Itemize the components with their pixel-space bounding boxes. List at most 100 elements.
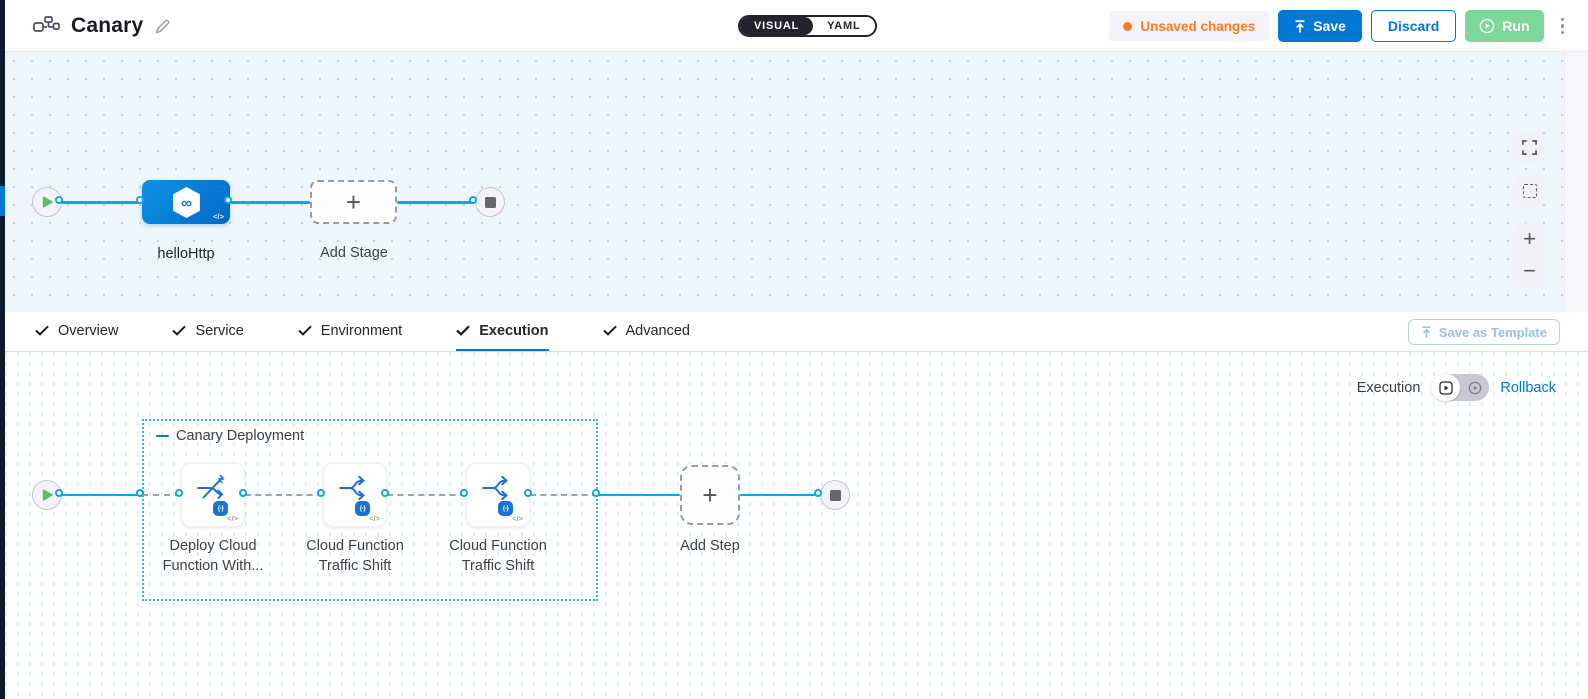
- deploy-no-traffic-icon: [197, 474, 225, 500]
- code-view-icon: </>: [213, 212, 224, 221]
- run-button[interactable]: Run: [1465, 10, 1544, 42]
- save-label: Save: [1313, 18, 1346, 34]
- step-label: Cloud Function Traffic Shift: [449, 538, 547, 574]
- unsaved-changes-label: Unsaved changes: [1140, 18, 1256, 34]
- run-label: Run: [1502, 18, 1530, 34]
- play-circle-icon: [1479, 18, 1495, 34]
- step-badge-icon: {-}: [355, 501, 370, 516]
- step-badge-icon: {-}: [498, 501, 513, 516]
- zoom-controls: + −: [1514, 223, 1545, 287]
- play-icon: [42, 489, 53, 501]
- stage-label: helloHttp: [157, 246, 215, 262]
- stage-config-tabs: Overview Service Environment Execution A…: [5, 312, 1588, 352]
- edit-name-icon[interactable]: [154, 18, 171, 35]
- play-icon: [42, 196, 53, 208]
- fullscreen-button[interactable]: [1514, 132, 1545, 163]
- tab-label: Service: [195, 322, 244, 339]
- step-group-canary-deployment: [142, 419, 598, 601]
- canvas-gutter: [1564, 52, 1588, 312]
- edge-dashed: [387, 494, 466, 496]
- stage-card-hellohttp[interactable]: ∞ </>: [142, 180, 230, 224]
- step-group-header: Canary Deployment: [156, 428, 304, 444]
- add-stage-button[interactable]: +: [310, 180, 397, 224]
- page-title: Canary: [71, 14, 144, 37]
- unsaved-changes-badge: Unsaved changes: [1109, 11, 1270, 41]
- plus-icon: +: [345, 187, 362, 217]
- stage-canvas[interactable]: ∞ </> + helloHttp Add Stage +: [5, 52, 1588, 312]
- traffic-shift-icon: [339, 475, 365, 501]
- step-group-label: Canary Deployment: [176, 428, 305, 444]
- rollback-mode-button[interactable]: [1460, 374, 1489, 401]
- save-as-template-button[interactable]: Save as Template: [1407, 319, 1560, 345]
- more-options-button[interactable]: [1553, 12, 1573, 41]
- edge: [598, 493, 680, 496]
- svg-text:∞: ∞: [180, 195, 191, 212]
- discard-button[interactable]: Discard: [1370, 10, 1457, 42]
- port: [460, 488, 468, 497]
- tab-label: Advanced: [625, 322, 691, 339]
- edge-start-stage: [61, 201, 142, 204]
- step-card-deploy-cloud-function[interactable]: {-} </>: [181, 463, 245, 527]
- port: [136, 488, 144, 497]
- step-label: Deploy Cloud Function With...: [162, 538, 264, 574]
- fullscreen-icon: [1522, 140, 1537, 155]
- add-step-button[interactable]: +: [680, 465, 740, 525]
- check-icon: [298, 325, 312, 336]
- discard-label: Discard: [1387, 18, 1440, 34]
- edge-dashed: [245, 494, 323, 496]
- step-card-traffic-shift-2[interactable]: {-} </>: [466, 463, 530, 527]
- port: [136, 196, 144, 204]
- toggle-yaml[interactable]: YAML: [813, 17, 875, 35]
- tab-advanced[interactable]: Advanced: [602, 312, 691, 351]
- add-stage-label: Add Stage: [320, 245, 388, 261]
- step-card-traffic-shift-1[interactable]: {-} </>: [323, 463, 387, 527]
- port: [317, 488, 325, 497]
- port: [175, 488, 183, 497]
- end-node: [820, 480, 850, 510]
- rollback-link[interactable]: Rollback: [1500, 379, 1556, 396]
- tab-environment[interactable]: Environment: [298, 312, 402, 351]
- execution-rollback-toggle: [1431, 374, 1490, 401]
- port: [592, 488, 600, 497]
- execution-mode-button[interactable]: [1431, 374, 1461, 401]
- edge-dashed: [530, 494, 598, 496]
- collapse-group-icon[interactable]: [156, 434, 169, 438]
- multi-select-button[interactable]: [1514, 175, 1545, 206]
- port: [469, 196, 477, 204]
- code-view-icon: </>: [512, 514, 523, 523]
- execution-mode-row: Execution Rollback: [1357, 374, 1556, 401]
- tab-label: Overview: [58, 322, 119, 339]
- check-icon: [456, 325, 471, 336]
- header: Canary VISUAL YAML Unsaved changes: [5, 0, 1588, 52]
- port: [381, 488, 389, 497]
- upload-icon: [1422, 326, 1431, 338]
- execution-mode-label: Execution: [1356, 379, 1421, 396]
- check-icon: [35, 325, 49, 336]
- nav-collapsed-strip: [0, 0, 5, 699]
- stop-icon: [484, 196, 496, 208]
- execution-canvas[interactable]: Execution Rollback: [5, 352, 1588, 699]
- save-as-template-label: Save as Template: [1438, 324, 1547, 340]
- upload-icon: [1294, 19, 1306, 33]
- tab-label: Execution: [479, 322, 549, 339]
- step-label: Cloud Function Traffic Shift: [306, 538, 404, 574]
- toggle-visual[interactable]: VISUAL: [740, 17, 814, 35]
- header-actions: Unsaved changes Save Discard: [1109, 10, 1572, 42]
- plus-icon: +: [702, 480, 718, 510]
- unsaved-dot-icon: [1123, 21, 1133, 31]
- tab-execution[interactable]: Execution: [456, 312, 549, 351]
- pipeline-hexagon-icon: ∞: [172, 186, 200, 218]
- check-icon: [602, 325, 617, 336]
- zoom-in-button[interactable]: +: [1523, 226, 1536, 251]
- edge: [61, 493, 142, 496]
- zoom-out-button[interactable]: −: [1523, 258, 1536, 283]
- tab-service[interactable]: Service: [172, 312, 244, 351]
- save-button[interactable]: Save: [1278, 10, 1362, 42]
- pipeline-icon: [33, 15, 60, 37]
- tab-overview[interactable]: Overview: [35, 312, 118, 351]
- edge-addstage-end: [397, 201, 475, 204]
- port: [55, 488, 63, 497]
- tab-label: Environment: [320, 322, 403, 339]
- end-node: [475, 187, 505, 217]
- visual-yaml-toggle: VISUAL YAML: [738, 15, 877, 37]
